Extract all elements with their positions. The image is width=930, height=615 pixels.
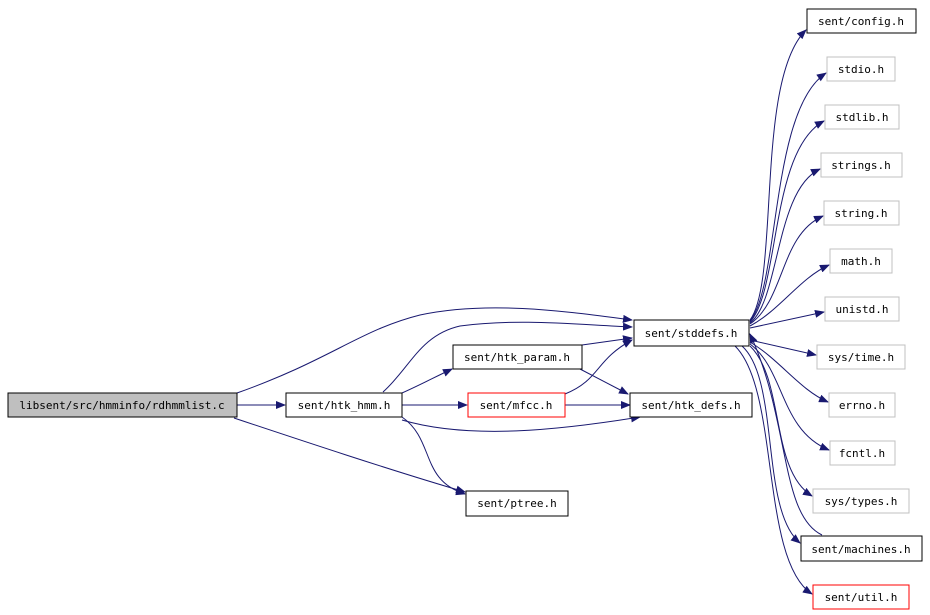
node-sys-time[interactable]: sys/time.h	[816, 344, 906, 370]
node-math-label: math.h	[841, 255, 881, 268]
node-htk-param-label: sent/htk_param.h	[464, 351, 570, 364]
node-stddefs[interactable]: sent/stddefs.h	[633, 319, 750, 347]
node-root[interactable]: libsent/src/hmminfo/rdhmmlist.c	[7, 392, 238, 418]
node-mfcc[interactable]: sent/mfcc.h	[467, 392, 566, 418]
edge-stddefs-to-util	[734, 345, 813, 595]
node-stddefs-label: sent/stddefs.h	[645, 327, 738, 340]
edge-stddefs-to-strings	[749, 168, 821, 324]
edge-stddefs-to-sys-types	[749, 345, 813, 497]
node-math[interactable]: math.h	[829, 248, 893, 274]
edge-htk-hmm-to-stddefs	[382, 321, 633, 393]
node-machines[interactable]: sent/machines.h	[800, 535, 923, 562]
node-config-label: sent/config.h	[818, 15, 904, 28]
node-unistd[interactable]: unistd.h	[824, 296, 900, 322]
node-unistd-label: unistd.h	[836, 303, 889, 316]
edge-htk-param-to-htk-defs	[579, 368, 629, 395]
edge-stddefs-to-math	[749, 264, 830, 327]
node-htk-param[interactable]: sent/htk_param.h	[452, 344, 583, 370]
node-ptree[interactable]: sent/ptree.h	[465, 490, 569, 517]
edge-stddefs-to-sys-time	[749, 339, 817, 357]
node-htk-defs[interactable]: sent/htk_defs.h	[629, 392, 753, 418]
node-ptree-label: sent/ptree.h	[477, 497, 556, 510]
node-stdlib-label: stdlib.h	[836, 111, 889, 124]
node-util[interactable]: sent/util.h	[812, 584, 910, 610]
edge-layer	[233, 29, 830, 595]
node-mfcc-label: sent/mfcc.h	[480, 399, 553, 412]
node-string-label: string.h	[835, 207, 888, 220]
edge-stddefs-to-stdio	[749, 72, 827, 322]
node-sys-types-label: sys/types.h	[825, 495, 898, 508]
edge-stddefs-to-stdlib	[749, 120, 825, 323]
node-sys-time-label: sys/time.h	[828, 351, 894, 364]
edge-htk-hmm-to-htk-defs	[401, 414, 641, 432]
edge-htk-hmm-to-htk-param	[401, 368, 453, 394]
node-errno[interactable]: errno.h	[828, 392, 896, 418]
node-fcntl-label: fcntl.h	[839, 447, 885, 460]
edge-stddefs-to-config	[749, 29, 807, 321]
node-htk-hmm[interactable]: sent/htk_hmm.h	[285, 392, 403, 418]
edge-machines-to-stddefs	[749, 333, 823, 536]
node-stdio-label: stdio.h	[838, 63, 884, 76]
node-strings[interactable]: strings.h	[820, 152, 903, 178]
edge-stddefs-to-machines	[741, 345, 801, 544]
edge-htk-param-to-stddefs	[581, 335, 633, 346]
node-machines-label: sent/machines.h	[811, 543, 910, 556]
edge-htk-hmm-to-ptree	[401, 416, 466, 496]
node-htk-hmm-label: sent/htk_hmm.h	[298, 399, 391, 412]
node-stdio[interactable]: stdio.h	[826, 56, 896, 82]
edge-root-to-ptree	[233, 417, 466, 494]
edge-root-to-stddefs	[236, 307, 633, 394]
edge-stddefs-to-errno	[749, 341, 829, 403]
node-htk-defs-label: sent/htk_defs.h	[641, 399, 740, 412]
edge-stddefs-to-fcntl	[749, 343, 830, 451]
node-stdlib[interactable]: stdlib.h	[824, 104, 900, 130]
node-strings-label: strings.h	[831, 159, 891, 172]
node-root-label: libsent/src/hmminfo/rdhmmlist.c	[19, 399, 224, 412]
node-errno-label: errno.h	[839, 399, 885, 412]
edge-mfcc-to-stddefs	[564, 339, 633, 395]
node-fcntl[interactable]: fcntl.h	[829, 440, 896, 466]
node-sys-types[interactable]: sys/types.h	[812, 488, 910, 514]
node-string[interactable]: string.h	[823, 200, 900, 226]
edge-stddefs-to-unistd	[749, 309, 825, 329]
node-config[interactable]: sent/config.h	[806, 8, 917, 34]
node-layer: libsent/src/hmminfo/rdhmmlist.c sent/htk…	[7, 8, 923, 610]
edge-stddefs-to-string	[749, 215, 824, 325]
node-util-label: sent/util.h	[825, 591, 898, 604]
